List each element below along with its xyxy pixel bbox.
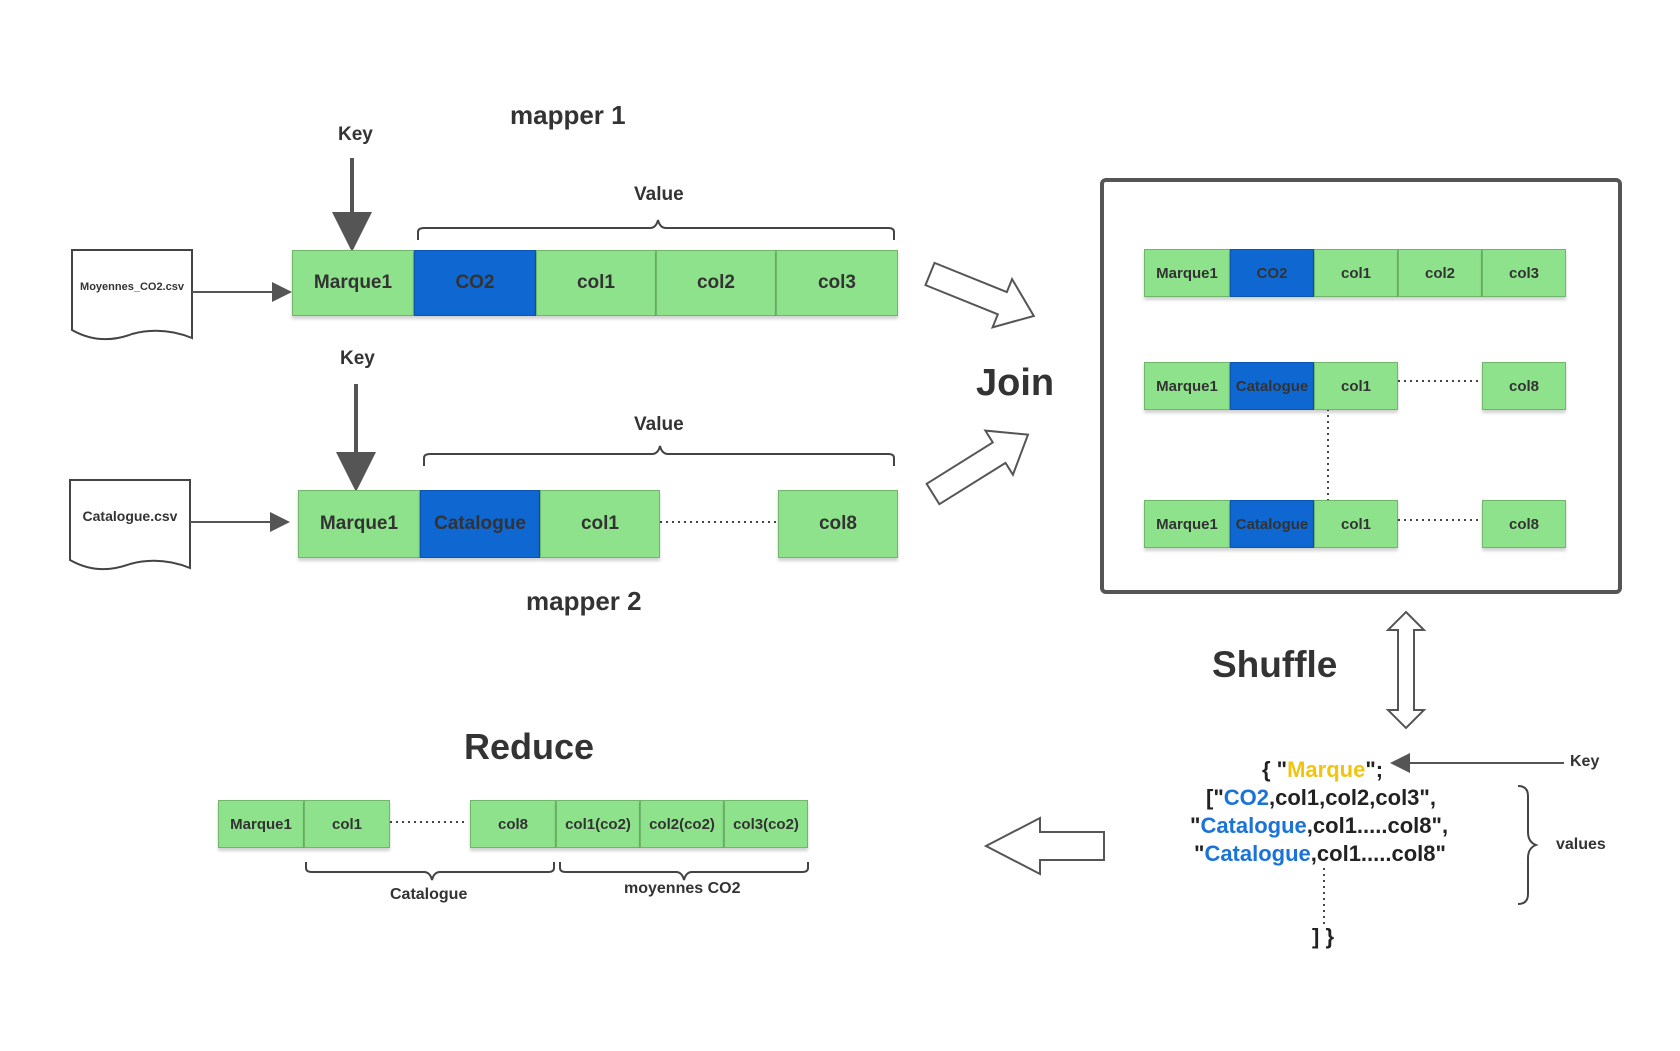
mapper2-title: mapper 2 bbox=[526, 586, 642, 616]
reduce-cell-key: Marque1 bbox=[218, 800, 304, 848]
join-row2-catalogue: Catalogue bbox=[1230, 362, 1314, 410]
join-arrow-top bbox=[924, 261, 1036, 329]
join-row2-key: Marque1 bbox=[1144, 362, 1230, 410]
moyennes-brace bbox=[559, 862, 809, 881]
join-row3-catalogue: Catalogue bbox=[1230, 500, 1314, 548]
join-row2-col1: col1 bbox=[1314, 362, 1398, 410]
values-brace bbox=[1517, 785, 1539, 905]
value1-label: Value bbox=[634, 184, 684, 205]
catalogue-brace bbox=[305, 862, 555, 881]
join-row1-col2: col2 bbox=[1398, 249, 1482, 297]
shuffle-co2: CO2 bbox=[1223, 785, 1270, 810]
shuffle-key-marque: Marque bbox=[1287, 757, 1366, 782]
join-row2-col8: col8 bbox=[1482, 362, 1566, 410]
join-row1-col3: col3 bbox=[1482, 249, 1566, 297]
mapper1-title: mapper 1 bbox=[510, 100, 626, 130]
join-title: Join bbox=[976, 362, 1055, 404]
shuffle-line-5: ] } bbox=[1312, 924, 1334, 949]
key1-label: Key bbox=[338, 124, 373, 145]
mapper1-cell-col3: col3 bbox=[776, 250, 898, 316]
mapper1-cell-key: Marque1 bbox=[292, 250, 414, 316]
file1-shape bbox=[71, 249, 193, 341]
reduce-arrow bbox=[983, 816, 1105, 876]
value2-label: Value bbox=[634, 414, 684, 435]
value1-brace bbox=[417, 219, 895, 240]
join-row1-co2: CO2 bbox=[1230, 249, 1314, 297]
join-row1-key: Marque1 bbox=[1144, 249, 1230, 297]
moyennes-brace-label: moyennes CO2 bbox=[624, 880, 741, 897]
shuffle-double-arrow bbox=[1385, 610, 1427, 730]
shuffle-line-1: { "Marque"; bbox=[1262, 757, 1384, 782]
values-label: values bbox=[1556, 836, 1606, 853]
join-row1-col1: col1 bbox=[1314, 249, 1398, 297]
reduce-cell-col8: col8 bbox=[470, 800, 556, 848]
reduce-cell-col1-co2: col1(co2) bbox=[556, 800, 640, 848]
reduce-title: Reduce bbox=[464, 726, 595, 767]
shuffle-catalogue-2: Catalogue bbox=[1204, 841, 1311, 866]
join-arrow-bottom bbox=[925, 429, 1030, 506]
mapper1-cell-col1: col1 bbox=[536, 250, 656, 316]
reduce-cell-col3-co2: col3(co2) bbox=[724, 800, 808, 848]
key3-label: Key bbox=[1570, 753, 1600, 770]
catalogue-brace-label: Catalogue bbox=[390, 886, 468, 903]
mapper1-cell-col2: col2 bbox=[656, 250, 776, 316]
value2-brace bbox=[423, 445, 895, 466]
join-row3-col8: col8 bbox=[1482, 500, 1566, 548]
file1-label: Moyennes_CO2.csv bbox=[80, 281, 184, 293]
mapper2-cell-key: Marque1 bbox=[298, 490, 420, 558]
mapper1-cell-co2: CO2 bbox=[414, 250, 536, 316]
mapper2-cell-catalogue: Catalogue bbox=[420, 490, 540, 558]
shuffle-line-2: ["CO2,col1,col2,col3", bbox=[1206, 785, 1436, 810]
mapper2-cell-col8: col8 bbox=[778, 490, 898, 558]
reduce-cell-col2-co2: col2(co2) bbox=[640, 800, 724, 848]
join-row3-key: Marque1 bbox=[1144, 500, 1230, 548]
join-row3-col1: col1 bbox=[1314, 500, 1398, 548]
shuffle-line-4: "Catalogue,col1.....col8" bbox=[1194, 841, 1446, 866]
file2-shape bbox=[69, 479, 191, 571]
shuffle-line-3: "Catalogue,col1.....col8", bbox=[1190, 813, 1449, 838]
file2-label: Catalogue.csv bbox=[82, 508, 178, 524]
reduce-cell-col1: col1 bbox=[304, 800, 390, 848]
mapper2-cell-col1: col1 bbox=[540, 490, 660, 558]
join-box bbox=[1100, 178, 1622, 594]
shuffle-catalogue-1: Catalogue bbox=[1200, 813, 1307, 838]
shuffle-title: Shuffle bbox=[1212, 644, 1338, 685]
key2-label: Key bbox=[340, 348, 375, 369]
